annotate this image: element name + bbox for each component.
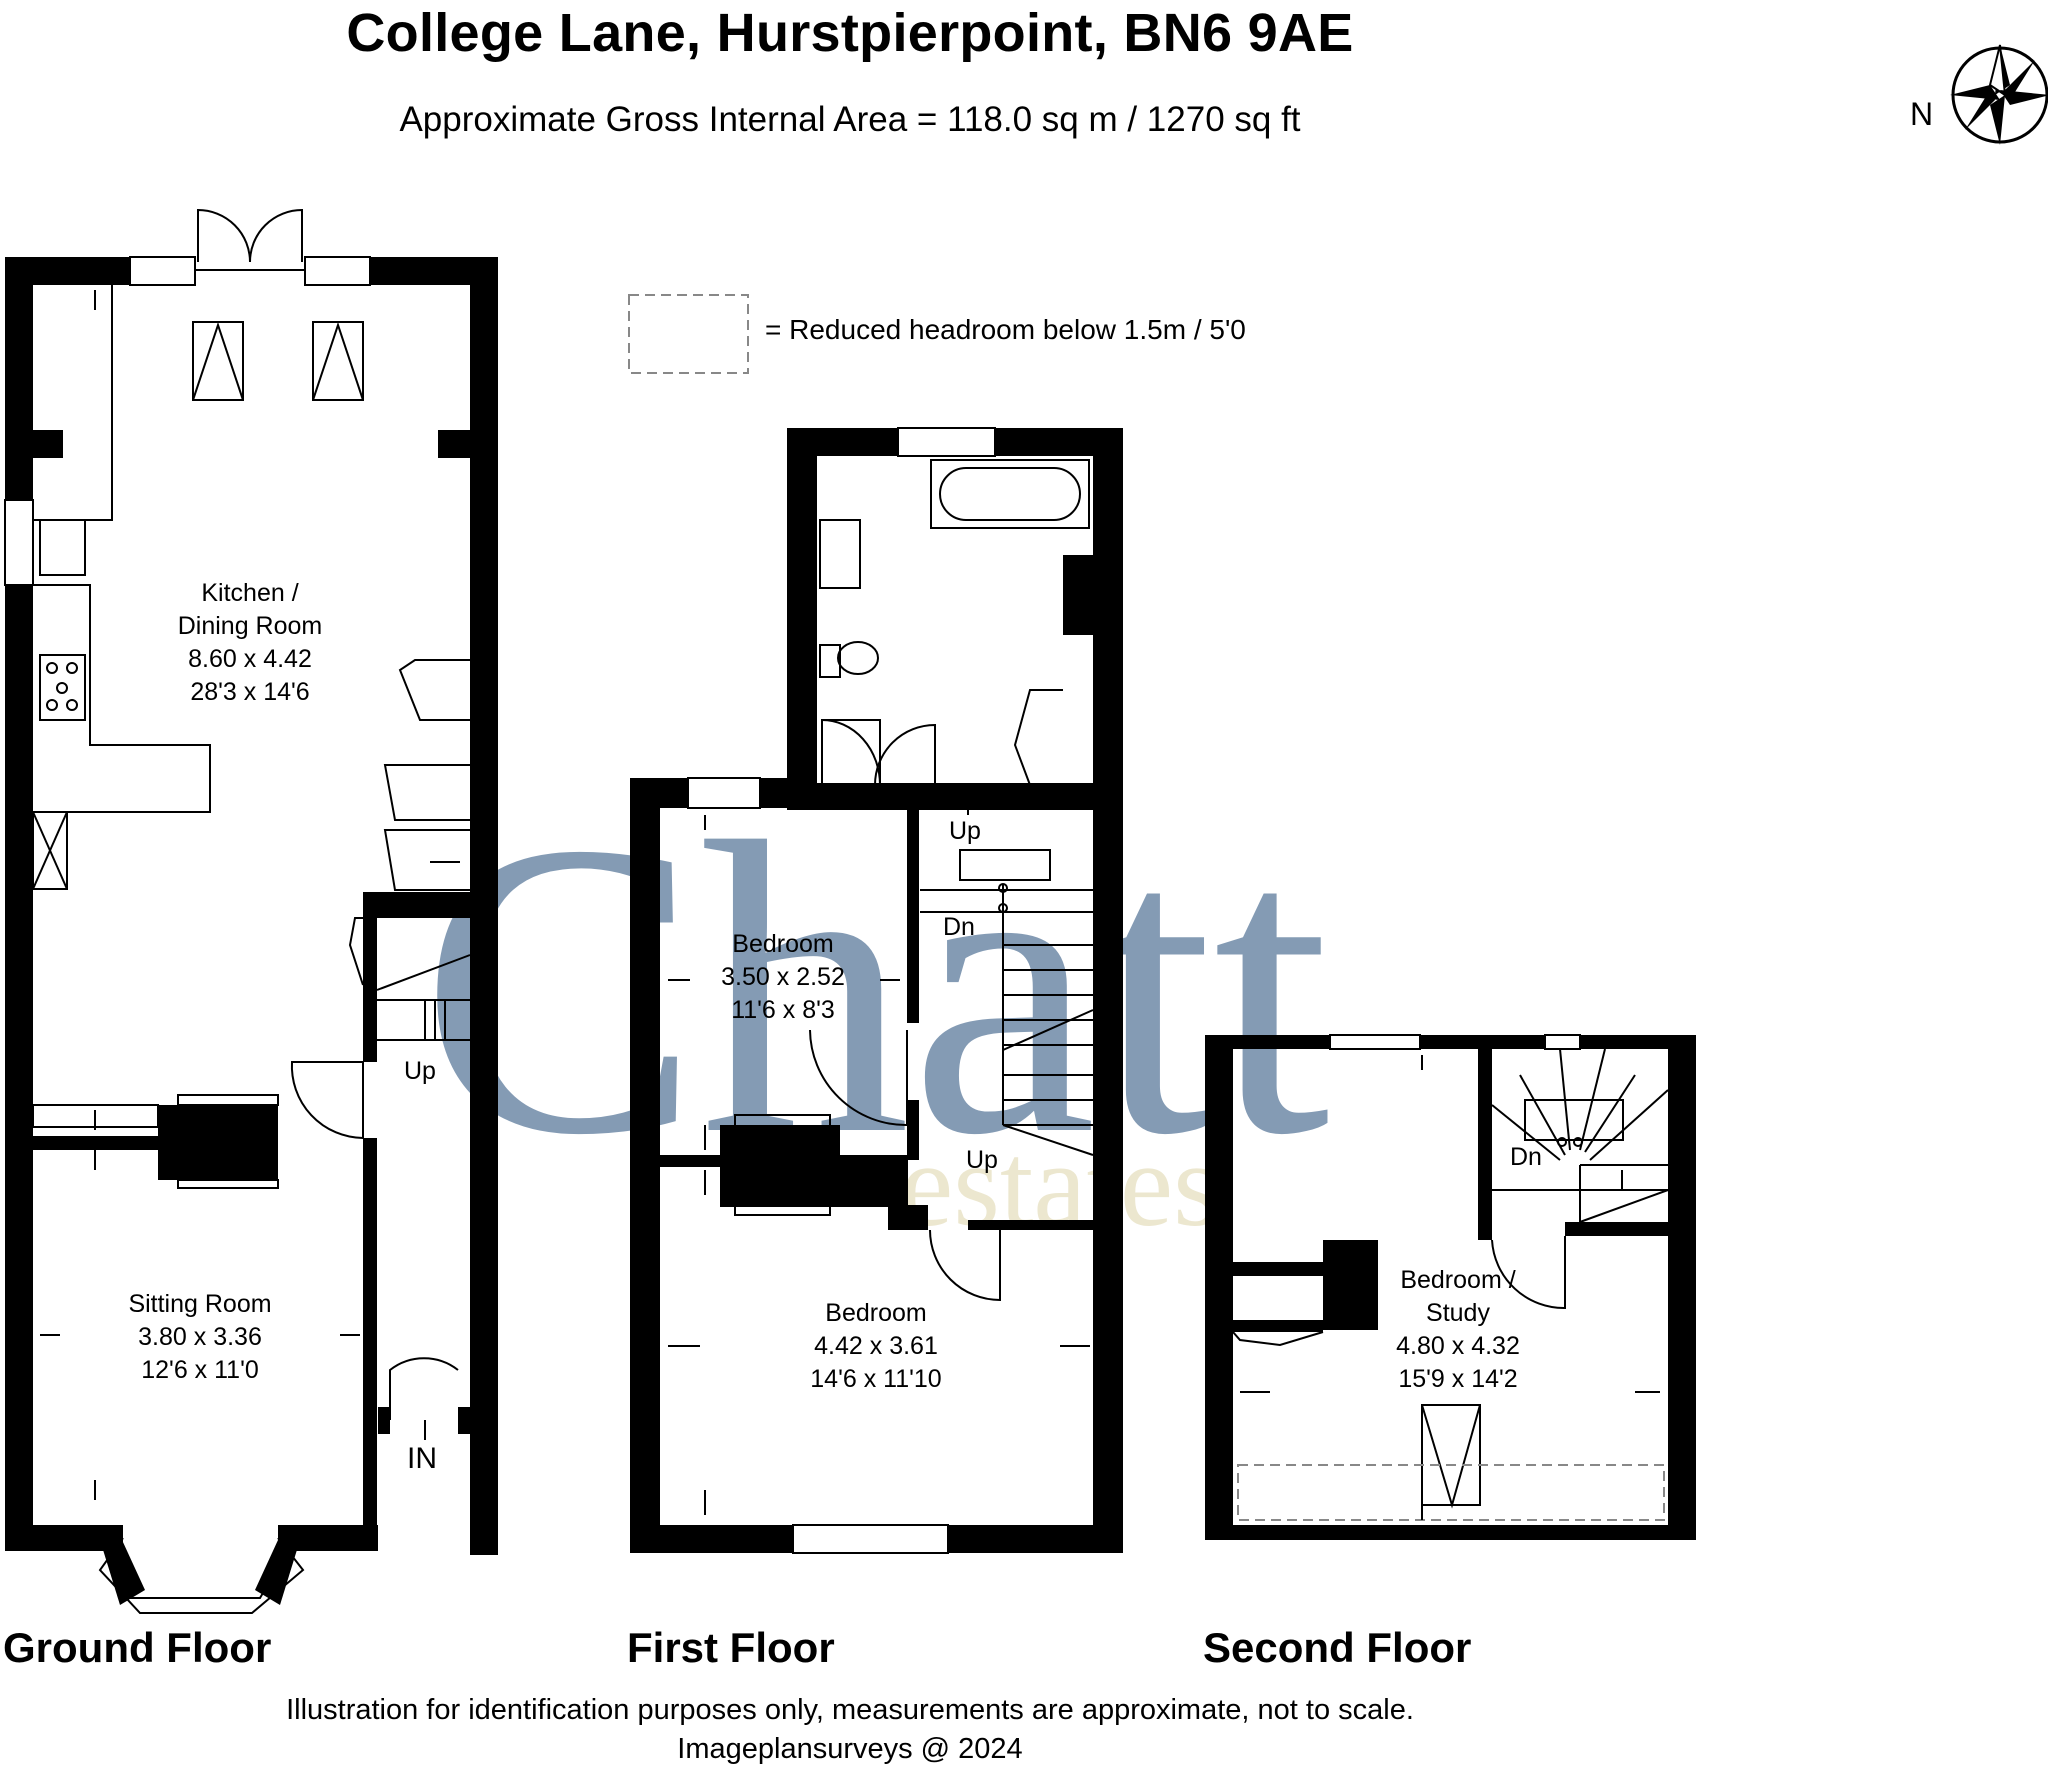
second-floor-title: Second Floor xyxy=(1203,1624,1472,1671)
second-floor-dimension-arrows xyxy=(1240,1055,1660,1520)
room-name: Bedroom xyxy=(825,1299,927,1327)
stairs-up-label: Up xyxy=(966,1146,998,1174)
room-name: Bedroom / xyxy=(1400,1266,1516,1294)
second-floor-walls xyxy=(1205,1035,1696,1540)
room-metric: 4.80 x 4.32 xyxy=(1396,1332,1520,1360)
stairs-up-label: Up xyxy=(404,1057,436,1085)
ground-floor-fixtures xyxy=(4,208,471,1614)
first-floor-title: First Floor xyxy=(627,1624,835,1671)
room-imperial: 14'6 x 11'10 xyxy=(810,1365,942,1393)
room-bedroom-large: Bedroom 4.42 x 3.61 14'6 x 11'10 xyxy=(776,1297,976,1396)
ground-floor-dimension-arrows xyxy=(40,290,426,1500)
room-imperial: 11'6 x 8'3 xyxy=(731,996,835,1024)
page-title: College Lane, Hurstpierpoint, BN6 9AE xyxy=(346,3,1354,63)
room-metric: 3.50 x 2.52 xyxy=(721,963,845,991)
room-name: Dining Room xyxy=(177,612,323,640)
compass-icon xyxy=(1950,44,2048,145)
first-floor-dimension-arrows xyxy=(668,795,1090,1515)
room-name: Sitting Room xyxy=(128,1290,272,1318)
ground-floor-walls xyxy=(5,257,498,1555)
watermark: Chatt estates xyxy=(420,756,1331,1251)
entrance-label: IN xyxy=(407,1442,437,1475)
room-metric: 4.42 x 3.61 xyxy=(814,1332,938,1360)
disclaimer-text: Illustration for identification purposes… xyxy=(286,1694,1414,1726)
watermark-main: Chatt xyxy=(420,756,1331,1221)
north-label: N xyxy=(1910,96,1934,132)
room-imperial: 15'9 x 14'2 xyxy=(1398,1365,1518,1393)
room-bedroom-small: Bedroom 3.50 x 2.52 11'6 x 8'3 xyxy=(683,928,883,1027)
stairs-up-label: Up xyxy=(949,817,981,845)
room-metric: 8.60 x 4.42 xyxy=(188,645,312,673)
room-imperial: 12'6 x 11'0 xyxy=(141,1356,259,1384)
room-name: Bedroom xyxy=(732,930,834,958)
ground-floor-title: Ground Floor xyxy=(3,1624,272,1671)
room-bedroom-study: Bedroom / Study 4.80 x 4.32 15'9 x 14'2 xyxy=(1358,1264,1558,1396)
stairs-down-label: Dn xyxy=(943,913,975,941)
room-name: Study xyxy=(1426,1299,1490,1327)
stairs-down-label: Dn xyxy=(1510,1143,1542,1171)
first-floor-fixtures xyxy=(687,427,1094,1554)
room-name: Kitchen / xyxy=(201,579,299,607)
watermark-sub: estates xyxy=(900,1118,1220,1251)
gross-area-subtitle: Approximate Gross Internal Area = 118.0 … xyxy=(399,100,1301,139)
copyright-text: Imageplansurveys @ 2024 xyxy=(677,1733,1023,1765)
room-imperial: 28'3 x 14'6 xyxy=(190,678,310,706)
first-floor-walls xyxy=(630,428,1123,1553)
legend-text: = Reduced headroom below 1.5m / 5'0 xyxy=(765,314,1246,345)
second-floor-fixtures xyxy=(1232,1034,1669,1521)
legend-swatch xyxy=(628,294,749,374)
room-kitchen-dining: Kitchen / Dining Room 8.60 x 4.42 28'3 x… xyxy=(150,577,350,709)
room-metric: 3.80 x 3.36 xyxy=(138,1323,262,1351)
room-sitting: Sitting Room 3.80 x 3.36 12'6 x 11'0 xyxy=(100,1288,300,1387)
ground-floor-bay xyxy=(100,1540,300,1605)
